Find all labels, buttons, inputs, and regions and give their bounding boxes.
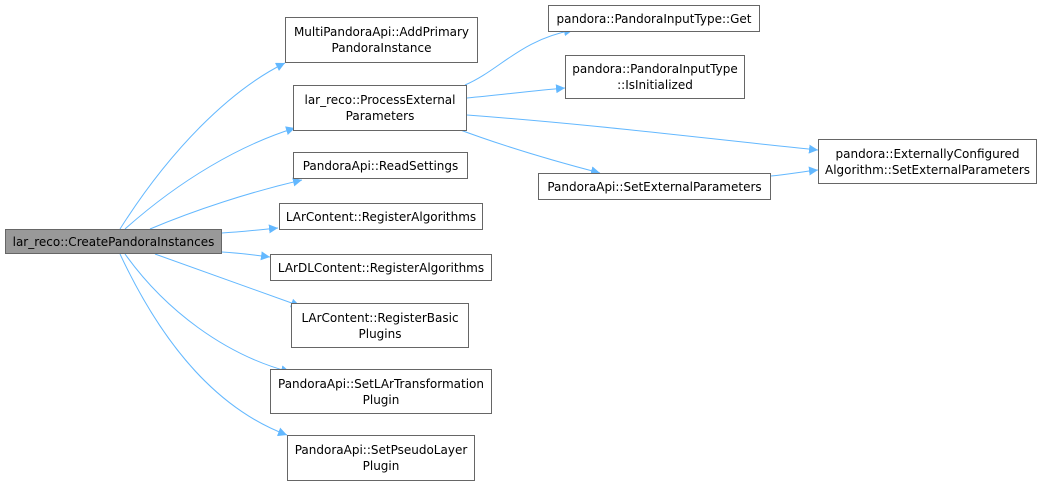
node-lardl-content-register-algorithms[interactable]: LArDLContent::RegisterAlgorithms — [270, 254, 492, 281]
edge-create-to-larDLRegAlg — [221, 251, 271, 261]
node-label: pandora::PandoraInputType — [572, 62, 738, 76]
edge-processExt-to-setExtParams — [454, 127, 601, 176]
node-read-settings[interactable]: PandoraApi::ReadSettings — [293, 152, 468, 179]
node-externally-configured-algorithm-set-external-parameters[interactable]: pandora::ExternallyConfigured Algorithm:… — [818, 139, 1037, 184]
node-label: PandoraApi::SetLArTransformation — [278, 376, 484, 391]
node-lar-content-register-algorithms[interactable]: LArContent::RegisterAlgorithms — [279, 203, 483, 230]
node-label: PandoraApi::SetPseudoLayer — [294, 443, 468, 457]
edge-create-to-readSettings — [149, 177, 303, 230]
edge-create-to-larRegAlg — [221, 224, 279, 234]
node-label: pandora::PandoraInputType::Get — [556, 11, 752, 26]
edge-create-to-setLArTrans — [124, 253, 291, 375]
node-label: MultiPandoraApi::AddPrimary — [293, 25, 470, 39]
node-label: lar_reco::CreatePandoraInstances — [12, 234, 215, 249]
node-label: LArDLContent::RegisterAlgorithms — [277, 260, 485, 275]
node-label: LArContent::RegisterAlgorithms — [285, 209, 477, 224]
edge-processExt-to-inputInit — [466, 84, 566, 99]
node-label: Plugins — [358, 326, 402, 341]
node-pandora-input-type-is-initialized[interactable]: pandora::PandoraInputType ::IsInitialize… — [565, 55, 745, 99]
node-label: Algorithm::SetExternalParameters — [824, 162, 1031, 177]
node-label: PandoraApi::ReadSettings — [302, 158, 459, 173]
node-label: PandoraApi::SetExternalParameters — [547, 179, 762, 194]
edge-setExtParams-to-extConfAlg — [770, 166, 819, 177]
node-pandora-input-type-get[interactable]: pandora::PandoraInputType::Get — [548, 5, 760, 32]
node-set-lar-transformation-plugin[interactable]: PandoraApi::SetLArTransformation Plugin — [270, 369, 492, 414]
node-label: PandoraInstance — [331, 41, 432, 55]
edge-create-to-larRegBasic — [154, 253, 301, 308]
node-create-pandora-instances: lar_reco::CreatePandoraInstances — [5, 229, 222, 254]
node-lar-content-register-basic-plugins[interactable]: LArContent::RegisterBasic Plugins — [291, 303, 469, 348]
node-set-external-parameters[interactable]: PandoraApi::SetExternalParameters — [538, 173, 771, 200]
node-set-pseudo-layer-plugin[interactable]: PandoraApi::SetPseudoLayer Plugin — [287, 435, 475, 481]
edge-processExt-to-extConfAlg — [466, 114, 819, 154]
node-label: lar_reco::ProcessExternal — [304, 93, 456, 107]
edge-create-to-setPseudo — [119, 253, 288, 437]
node-add-primary-pandora-instance[interactable]: MultiPandoraApi::AddPrimary PandoraInsta… — [285, 17, 478, 63]
node-label: pandora::ExternallyConfigured — [835, 146, 1020, 161]
node-label: Plugin — [362, 392, 400, 407]
edge-processExt-to-inputGet — [464, 27, 574, 86]
node-label: ::IsInitialized — [617, 78, 693, 92]
edge-create-to-addPrimary — [119, 62, 286, 230]
edge-create-to-processExt — [124, 126, 296, 230]
node-label: LArContent::RegisterBasic — [301, 310, 459, 325]
node-process-external-parameters[interactable]: lar_reco::ProcessExternal Parameters — [293, 85, 467, 131]
node-label: Plugin — [362, 459, 400, 473]
node-label: Parameters — [345, 109, 415, 123]
